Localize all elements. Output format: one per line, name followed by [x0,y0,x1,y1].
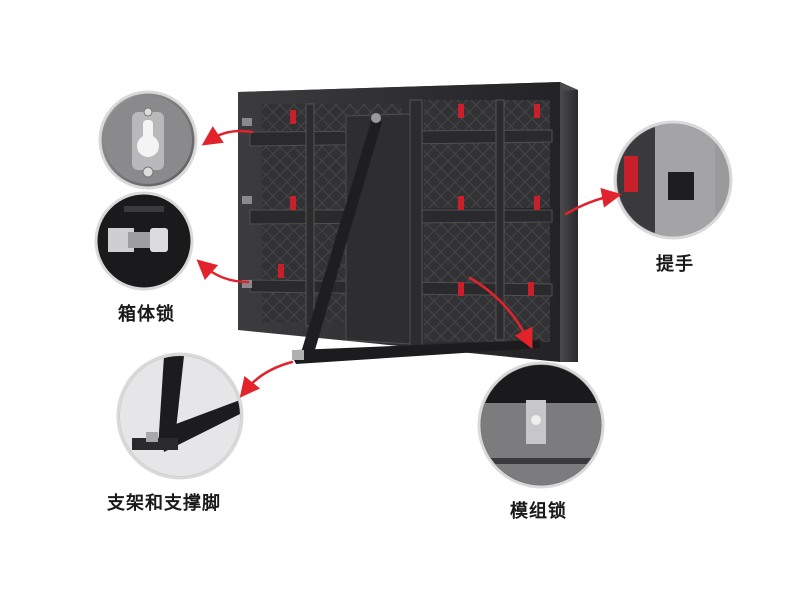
edge-latches [242,118,252,288]
module-connectors [278,104,540,296]
callout-keyhole-lock [98,90,198,190]
led-cabinet [238,82,578,362]
callout-bolt-lock [94,191,194,291]
cabinet-side-face [560,82,578,362]
callout-module-lock [477,361,605,489]
arrow-to-bolt-lock [196,259,250,284]
callout-stand-foot [116,352,244,480]
label-handle: 提手 [656,254,694,275]
label-stand: 支架和支撑脚 [107,493,221,514]
callout-arrows [196,126,622,398]
arrow-to-stand [239,360,294,398]
center-cover-plate [345,113,411,345]
arrow-to-module-lock [468,276,533,349]
arrow-to-keyhole-lock [201,126,254,146]
arrow-to-handle [564,187,622,216]
label-module-lock: 模组锁 [510,501,567,522]
callout-handle [613,120,733,240]
label-box-lock: 箱体锁 [118,304,175,325]
support-stand [292,113,540,364]
